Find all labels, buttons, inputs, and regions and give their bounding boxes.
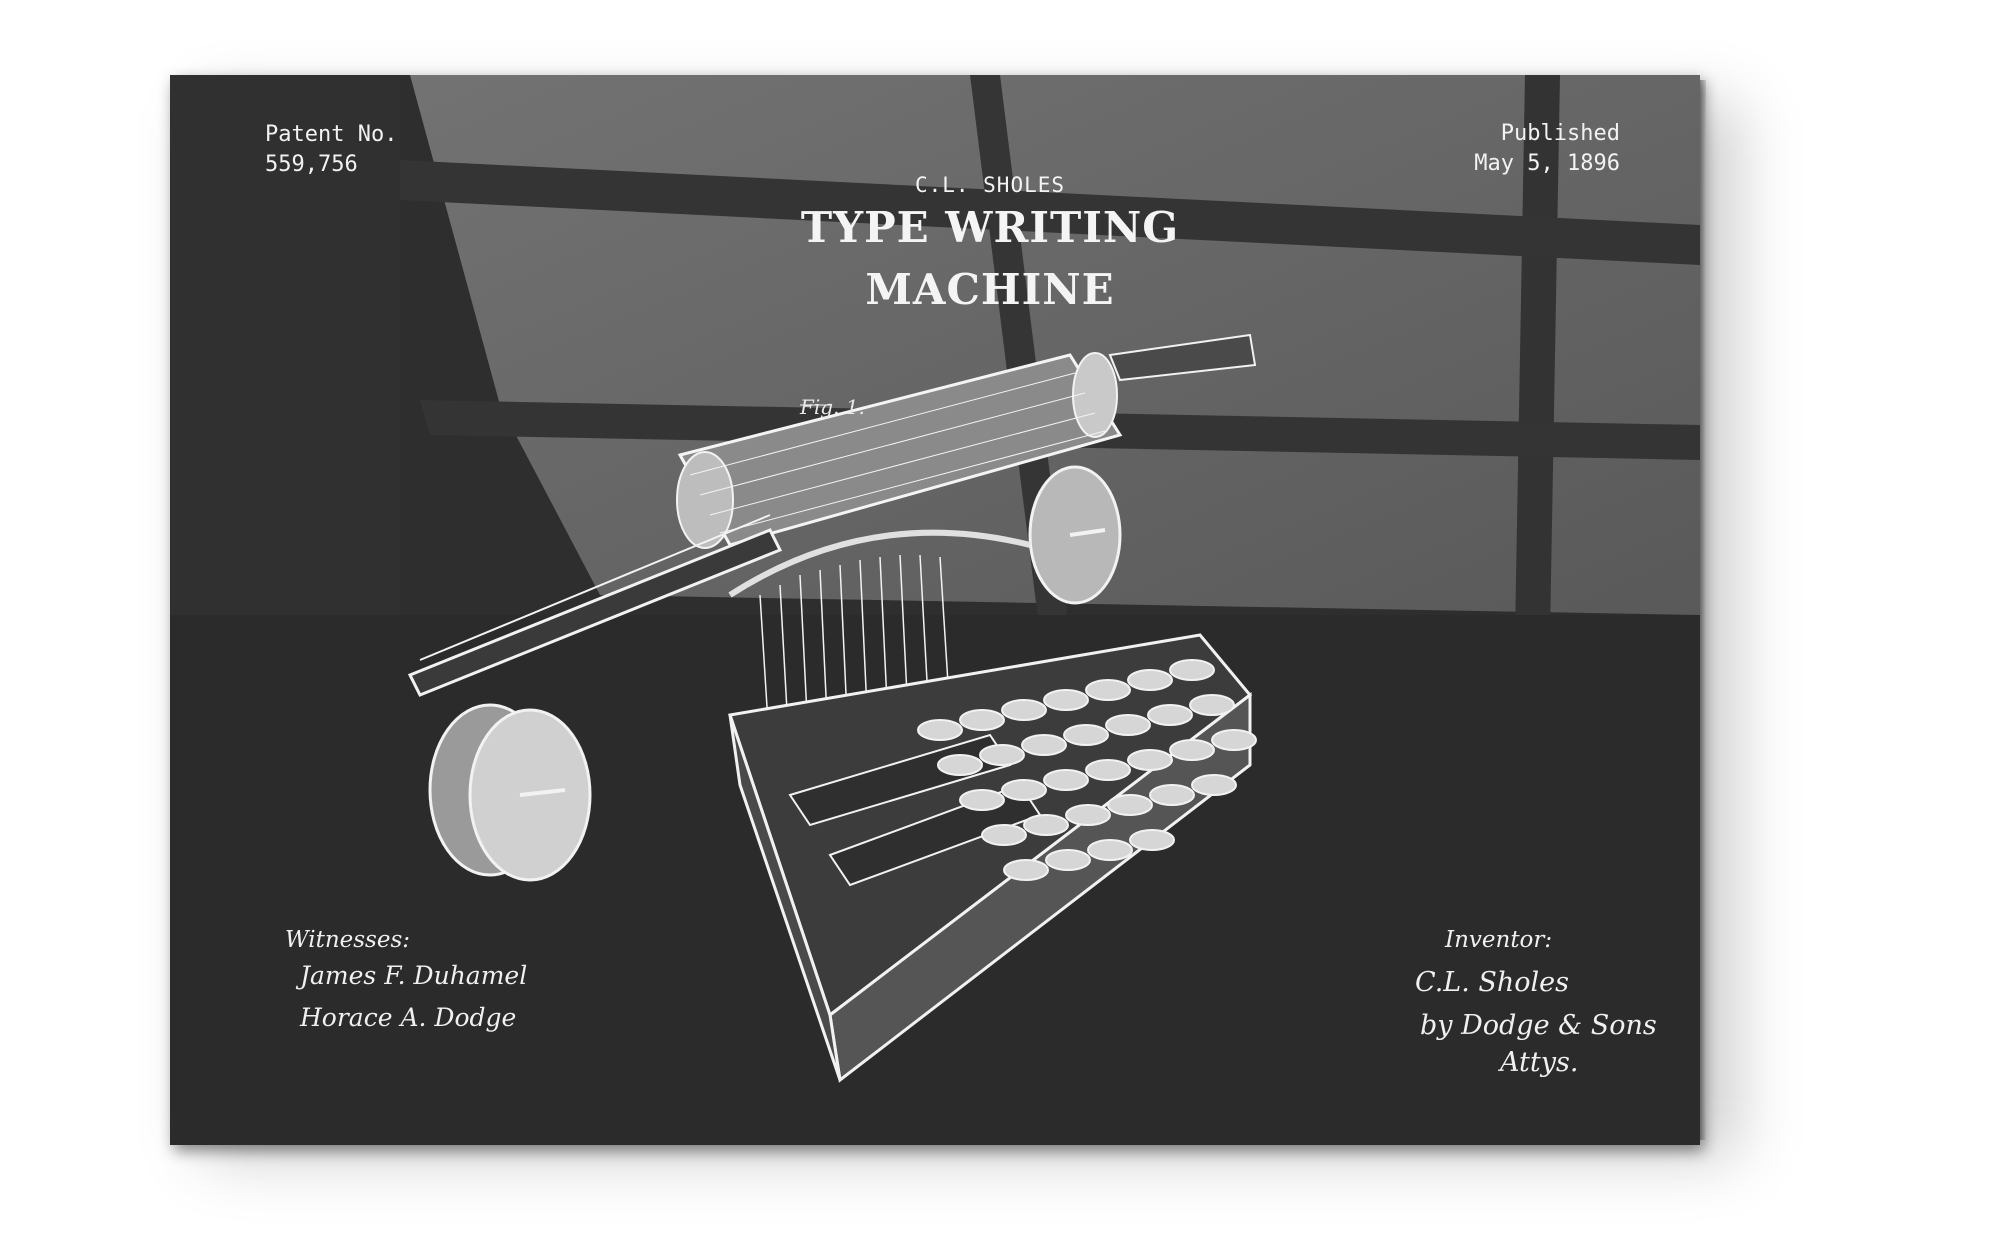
patent-number: 559,756 xyxy=(265,150,397,180)
inventor-signature-2: by Dodge & Sons xyxy=(1420,1010,1657,1041)
patent-label: Patent No. xyxy=(265,120,397,150)
published-label: Published xyxy=(1474,119,1620,149)
inventor-signature-1: C.L. Sholes xyxy=(1415,967,1569,998)
acrylic-edge xyxy=(1700,80,1706,1140)
published-date: May 5, 1896 xyxy=(1474,149,1620,179)
inventor-signature-3: Attys. xyxy=(1500,1047,1578,1078)
title-line-2: MACHINE xyxy=(660,259,1320,321)
typewriter-base xyxy=(730,635,1250,1080)
inventor-name: C.L. SHOLES xyxy=(660,173,1320,197)
witnesses-label: Witnesses: xyxy=(285,927,410,953)
witness-signature-1: James F. Duhamel xyxy=(300,961,527,990)
inventor-label: Inventor: xyxy=(1445,927,1552,953)
ribbon-spool xyxy=(430,705,590,880)
patent-number-block: Patent No. 559,756 xyxy=(265,120,397,180)
figure-label: Fig. 1. xyxy=(800,395,865,419)
title-block: C.L. SHOLES TYPE WRITING MACHINE xyxy=(660,173,1320,321)
type-wheel xyxy=(1030,467,1120,603)
published-block: Published May 5, 1896 xyxy=(1474,119,1620,179)
witness-signature-2: Horace A. Dodge xyxy=(300,1003,516,1032)
title-line-1: TYPE WRITING xyxy=(660,197,1320,259)
patent-print-panel: Patent No. 559,756 Published May 5, 1896… xyxy=(170,75,1700,1145)
